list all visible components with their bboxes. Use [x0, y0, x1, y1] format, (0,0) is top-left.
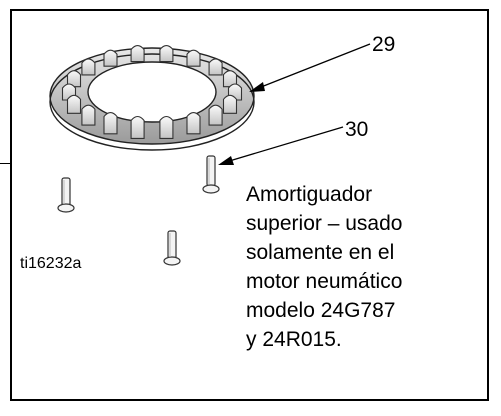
caption-line: motor neumático	[246, 270, 403, 293]
screw-bottom	[163, 230, 181, 266]
caption-line: modelo 24G787	[246, 299, 396, 322]
ring-tooth	[66, 70, 82, 88]
ring-tooth	[103, 49, 118, 67]
ring-tooth	[130, 45, 145, 63]
ring-tooth	[186, 112, 201, 135]
ring-tooth	[81, 58, 96, 76]
caption-line: superior – usado	[246, 212, 403, 235]
ring-tooth	[81, 104, 96, 126]
callout-30: 30	[345, 118, 369, 141]
ring-tooth	[208, 58, 223, 76]
figure-id: ti16232a	[20, 255, 82, 272]
caption-line: solamente en el	[246, 241, 395, 264]
ring-tooth	[222, 94, 238, 114]
bumper-ring	[49, 45, 255, 151]
caption-line: y 24R015.	[246, 328, 342, 351]
ring-tooth	[66, 94, 82, 114]
ring-tooth	[159, 115, 174, 139]
ring-tooth	[130, 115, 145, 139]
ring-tooth	[222, 70, 238, 88]
callout-29: 29	[372, 33, 396, 56]
caption: Amortiguador superior – usado solamente …	[246, 180, 478, 354]
leader-29	[249, 43, 371, 92]
ring-tooth	[186, 49, 201, 67]
caption-line: Amortiguador	[246, 183, 373, 206]
screw-left	[57, 177, 75, 213]
screw-upper-right	[202, 155, 220, 194]
leader-30	[218, 126, 344, 165]
page-edge-line	[0, 163, 14, 164]
ring-tooth	[159, 45, 174, 63]
ring-tooth	[103, 112, 118, 135]
ring-tooth	[208, 104, 223, 126]
